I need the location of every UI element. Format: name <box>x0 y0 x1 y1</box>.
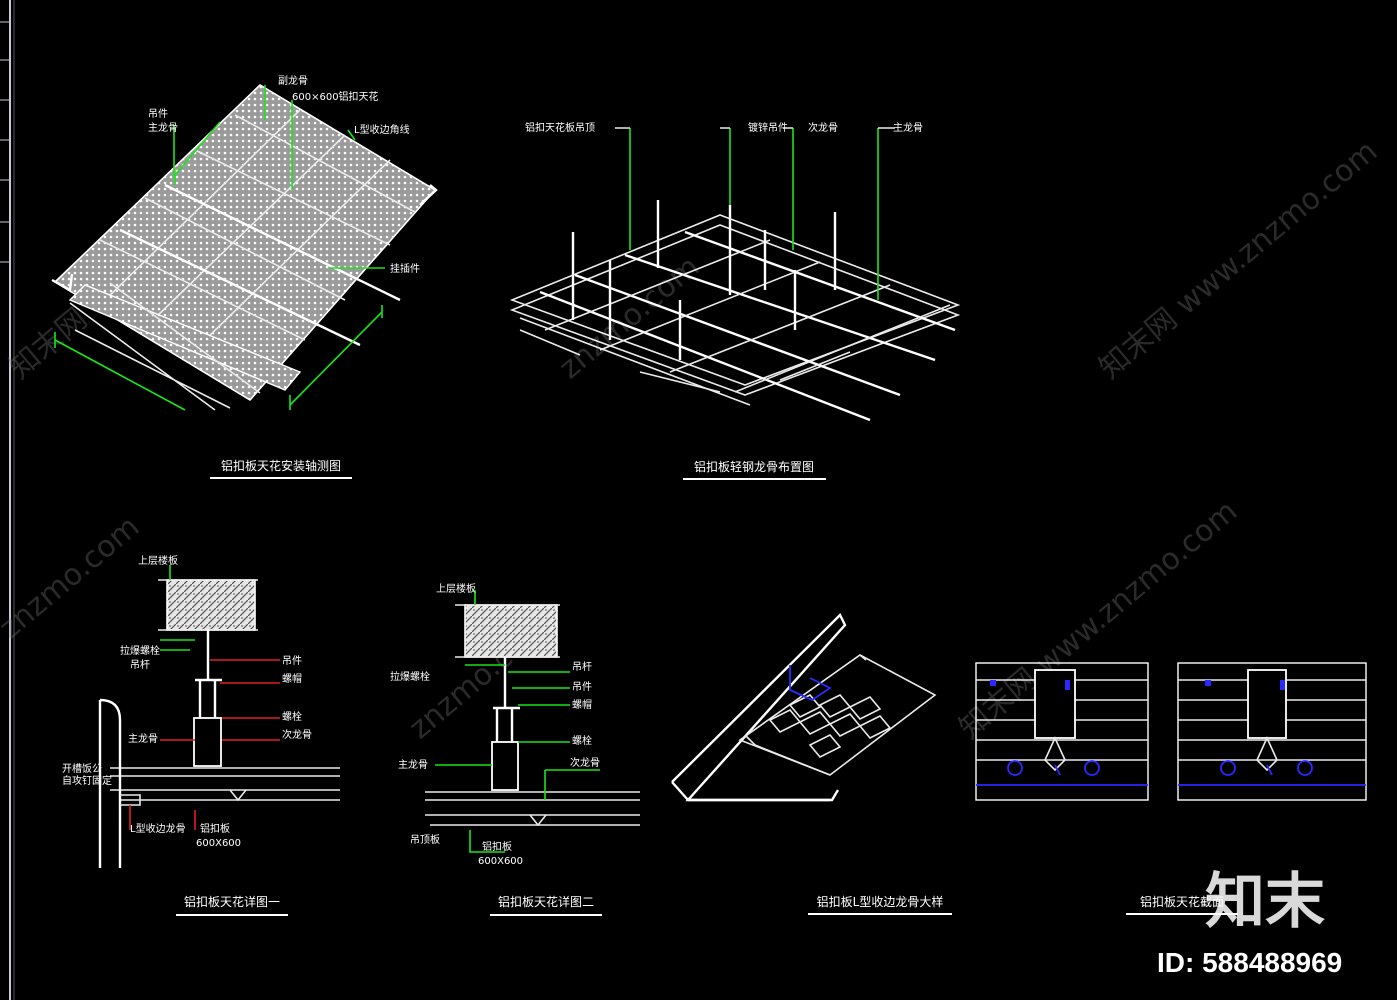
label-slab: 上层楼板 <box>436 582 476 595</box>
drawing-title: 铝扣板L型收边龙骨大样 <box>817 894 944 909</box>
clip-detail-left <box>975 662 1149 801</box>
watermark: 知末网 www.znzmo.com <box>1093 134 1384 386</box>
drawing-title: 铝扣板天花截面 <box>1140 894 1224 909</box>
label-hanger: 吊件 <box>148 108 168 120</box>
section-one-drawing: 上层楼板 拉爆螺栓 吊杆 吊件 螺帽 螺栓 主龙骨 次龙骨 开槽饭公 自攻钉固定… <box>62 554 340 916</box>
label-panel: 铝扣板 <box>200 822 230 835</box>
edge-detail-drawing: 铝扣板L型收边龙骨大样 <box>671 612 952 915</box>
watermark: znzmo.com <box>0 509 146 646</box>
label-rod: 吊杆 <box>572 661 592 673</box>
label-hanger: 吊件 <box>572 681 592 693</box>
label-panel: 600×600铝扣天花 <box>292 90 379 103</box>
label-main-keel: 主龙骨 <box>128 732 158 745</box>
label-panel: 铝扣板 <box>482 840 512 853</box>
drawing-title: 铝扣板天花详图二 <box>498 894 594 909</box>
drawing-title: 铝扣板天花安装轴测图 <box>221 458 341 473</box>
viewport-frame <box>0 0 15 1000</box>
label-ceiling-board: 吊顶板 <box>410 833 440 846</box>
keel-layout-drawing: 铝扣天花板吊顶 镀锌吊件 次龙骨 主龙骨 铝扣板轻钢龙骨布置图 <box>509 121 961 480</box>
label-main-keel: 主龙骨 <box>893 121 923 134</box>
label-slot: 开槽饭公 <box>62 762 102 775</box>
axon-install-drawing: 副龙骨 600×600铝扣天花 吊件 主龙骨 L型收边角线 挂插件 铝扣板天花安… <box>51 74 438 479</box>
id-label: ID: 588488969 <box>1157 947 1342 978</box>
label-bolt: 螺栓 <box>572 734 592 747</box>
label-secondary-keel: 次龙骨 <box>282 728 312 741</box>
label-main-keel: 主龙骨 <box>398 758 428 771</box>
label-rod: 吊杆 <box>130 659 150 671</box>
label-clip: 挂插件 <box>390 262 420 275</box>
label-ceiling-hang: 铝扣天花板吊顶 <box>525 121 595 134</box>
label-secondary-keel: 副龙骨 <box>278 74 308 87</box>
label-edge-keel: L型收边龙骨 <box>130 822 186 835</box>
label-edge-angle: L型收边角线 <box>354 123 410 136</box>
label-galv-hanger: 镀锌吊件 <box>748 121 788 134</box>
label-size: 600X600 <box>478 856 523 867</box>
label-screw: 自攻钉固定 <box>62 774 112 787</box>
label-nut: 螺帽 <box>572 698 592 711</box>
label-expansion-bolt: 拉爆螺栓 <box>120 644 160 657</box>
label-secondary-keel: 次龙骨 <box>570 756 600 769</box>
label-nut: 螺帽 <box>282 672 302 685</box>
label-hanger: 吊件 <box>282 655 302 667</box>
clip-detail-drawing: 铝扣板天花截面 <box>975 662 1367 915</box>
drawing-title: 铝扣板轻钢龙骨布置图 <box>694 459 814 474</box>
watermark: 知末网 www.znzmo.com <box>953 494 1244 746</box>
label-expansion-bolt: 拉爆螺栓 <box>390 670 430 683</box>
clip-detail-right <box>1177 662 1367 801</box>
label-secondary-keel: 次龙骨 <box>808 121 838 134</box>
label-size: 600X600 <box>196 838 241 849</box>
label-main-keel: 主龙骨 <box>148 121 178 134</box>
label-bolt: 螺栓 <box>282 710 302 723</box>
section-two-drawing: 上层楼板 拉爆螺栓 吊杆 吊件 螺帽 螺栓 主龙骨 次龙骨 吊顶板 铝扣板 60… <box>390 582 640 916</box>
brand-logo: 知末 <box>1205 867 1325 937</box>
label-slab: 上层楼板 <box>138 554 178 567</box>
drawing-title: 铝扣板天花详图一 <box>184 894 280 909</box>
